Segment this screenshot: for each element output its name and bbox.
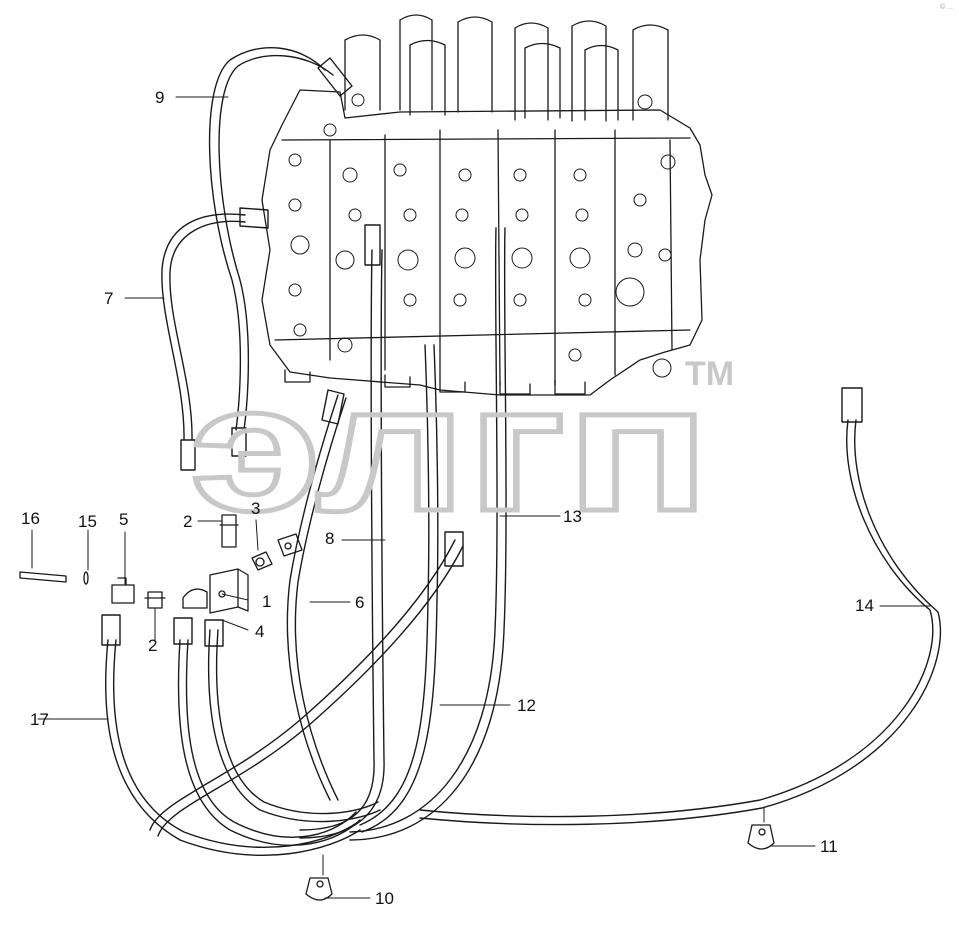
- hose-lower-loop: [173, 617, 381, 846]
- callout-15: 15: [78, 512, 97, 531]
- callout-3: 3: [251, 499, 261, 518]
- tee-5: [111, 577, 135, 604]
- callout-7: 7: [104, 289, 114, 308]
- hose-long-crossing: [149, 531, 464, 837]
- hose-8: [299, 224, 385, 839]
- bolt-16: [19, 571, 67, 583]
- clamp-10: [305, 877, 333, 901]
- adapter-2-upper: [219, 514, 239, 548]
- callout-11: 11: [820, 837, 838, 856]
- plug-3: [251, 551, 273, 571]
- valve-bolts: [288, 93, 676, 378]
- callout-1: 1: [262, 592, 272, 611]
- callout-8: 8: [325, 529, 335, 548]
- callout-13: 13: [563, 507, 582, 526]
- elbow-4: [182, 588, 208, 609]
- corner-mark: © ...: [940, 4, 953, 11]
- hose-9: [208, 47, 353, 457]
- callout-4: 4: [255, 622, 265, 641]
- callout-16: 16: [21, 509, 40, 528]
- control-valve-block: [261, 14, 713, 396]
- fitting-block-1: [209, 568, 249, 614]
- clamp-11: [747, 824, 775, 850]
- callout-5: 5: [119, 510, 129, 529]
- callout-12: 12: [517, 696, 536, 715]
- fitting-3-line: [277, 533, 303, 557]
- callout-10: 10: [375, 889, 394, 908]
- hose-6: [286, 389, 347, 801]
- adapter-2-lower: [144, 591, 166, 609]
- hose-12: [359, 344, 439, 833]
- washer-15: [83, 571, 89, 585]
- callout-2b: 2: [148, 636, 158, 655]
- hose-7: [161, 207, 269, 471]
- callout-14: 14: [855, 596, 874, 615]
- callout-9: 9: [155, 88, 165, 107]
- callout-2a: 2: [183, 512, 193, 531]
- leader-lines: [31, 96, 931, 899]
- valve-spool-caps: [344, 14, 669, 122]
- hose-13: [349, 227, 507, 841]
- callout-17: 17: [30, 710, 49, 729]
- hose-14: [419, 387, 942, 826]
- callout-6: 6: [355, 593, 365, 612]
- hose-17: [101, 614, 361, 856]
